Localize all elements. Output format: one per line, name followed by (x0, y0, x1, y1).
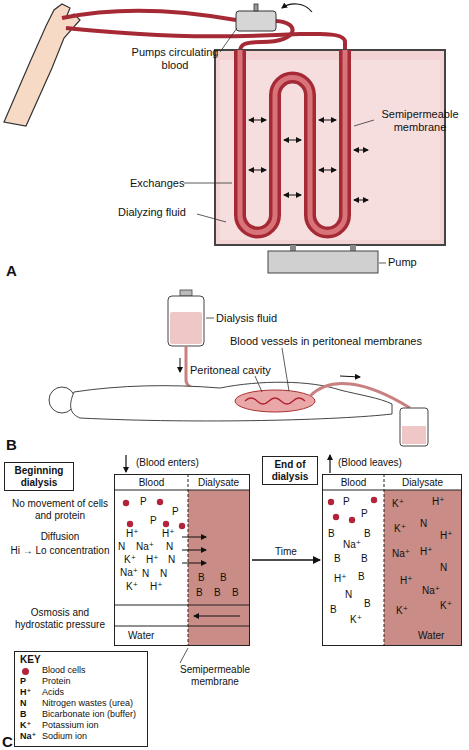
label-text: N (142, 568, 149, 580)
label-text: P (343, 496, 350, 508)
label-text: K⁺ (124, 554, 136, 566)
label-text: H⁺ (126, 528, 139, 540)
label-text: B (330, 604, 337, 616)
label-text: Na⁺ (422, 585, 440, 597)
label-text: B (364, 598, 371, 610)
legend-text: Potassium ion (42, 720, 99, 730)
legend-swatch (22, 668, 29, 675)
label-text: N (166, 541, 173, 553)
legend-text: Bicarbonate ion (buffer) (42, 709, 136, 719)
label-text: Dialyzing fluid (118, 206, 186, 219)
label-text: Dialysis fluid (216, 312, 277, 325)
label-text: No movement of cells and protein (6, 498, 114, 521)
label-text: N (118, 541, 125, 553)
label-text: Peritoneal cavity (190, 364, 271, 377)
label-text: B (358, 571, 365, 583)
label-text: B (364, 528, 371, 540)
label-text: H⁺ (334, 573, 347, 585)
label-text: B (232, 587, 239, 599)
label-text: B (328, 528, 335, 540)
node-text: Beginning dialysis (8, 465, 70, 488)
label-text: N (440, 562, 447, 574)
legend-text: Protein (42, 676, 71, 686)
label-text: H⁺ (400, 575, 413, 587)
node-text: Dialysate (189, 477, 248, 488)
label-text: B (6, 436, 17, 453)
label-text: P (20, 676, 26, 686)
label-text: B (334, 553, 341, 565)
label-text: Semipermeable membrane (160, 664, 270, 687)
label-text: K⁺ (350, 614, 362, 626)
label-text: H⁺ (20, 687, 31, 697)
label-text: N (345, 589, 352, 601)
legend-text: Acids (42, 687, 64, 697)
legend-text: Nitrogen wastes (urea) (42, 698, 133, 708)
label-text: (Blood enters) (136, 457, 199, 469)
label-text: N (160, 568, 167, 580)
peritoneal-illustration (49, 290, 428, 446)
label-text: A (6, 262, 17, 279)
label-text: P (361, 508, 368, 520)
connector-arrow (252, 559, 320, 561)
label-text: Osmosis and hydrostatic pressure (6, 607, 114, 630)
label-text: Na⁺ (20, 731, 36, 741)
label-text: Water (418, 630, 444, 642)
label-text: K⁺ (126, 581, 138, 593)
label-text: Diffusion (6, 531, 114, 543)
node-text: Blood (115, 477, 188, 488)
node-text: KEY (20, 654, 41, 665)
dialysis-chamber-art (114, 455, 462, 663)
label-text: B (196, 587, 203, 599)
label-text: P (150, 515, 157, 527)
label-text: Na⁺ (120, 567, 138, 579)
label-text: H⁺ (162, 528, 175, 540)
label-text: Hi → Lo concentration (6, 545, 114, 557)
label-text: K⁺ (20, 720, 31, 730)
label-text: Semipermeable membrane (376, 108, 464, 133)
label-text: H⁺ (440, 530, 453, 542)
label-text: H⁺ (146, 554, 159, 566)
label-text: Water (128, 630, 154, 642)
stage-box: End of dialysis (262, 456, 318, 485)
label-text: N (168, 554, 175, 566)
edge-label: Time (273, 546, 299, 557)
node-text: End of dialysis (266, 459, 314, 482)
node-text: Blood (323, 477, 384, 488)
label-text: H⁺ (150, 581, 163, 593)
label-text: B (20, 709, 27, 719)
label-text: B (361, 553, 368, 565)
label-text: K⁺ (392, 498, 404, 510)
label-text: Pump (388, 256, 417, 269)
label-text: B (214, 587, 221, 599)
label-text: Blood vessels in peritoneal membranes (230, 335, 422, 348)
label-text: B (220, 572, 227, 584)
label-text: Pumps circulating blood (130, 46, 220, 71)
label-text: K⁺ (394, 523, 406, 535)
label-text: B (198, 572, 205, 584)
legend-text: Blood cells (42, 665, 86, 675)
hemodialysis-illustration (4, 4, 445, 273)
label-text: C (2, 733, 13, 750)
label-text: H⁺ (420, 546, 433, 558)
label-text: Na⁺ (392, 548, 410, 560)
label-text: Na⁺ (136, 541, 154, 553)
label-text: Exchanges (130, 177, 184, 190)
label-text: N (420, 518, 427, 530)
node-text: Dialysate (385, 477, 460, 488)
label-text: K⁺ (396, 605, 408, 617)
legend-text: Sodium ion (42, 731, 87, 741)
stage-box: Beginning dialysis (4, 462, 74, 491)
label-text: K⁺ (440, 600, 452, 612)
label-text: H⁺ (432, 496, 445, 508)
label-text: N (20, 698, 27, 708)
label-text: (Blood leaves) (338, 457, 402, 469)
label-text: Na⁺ (343, 539, 361, 551)
label-text: P (140, 496, 147, 508)
label-text: P (172, 506, 179, 518)
